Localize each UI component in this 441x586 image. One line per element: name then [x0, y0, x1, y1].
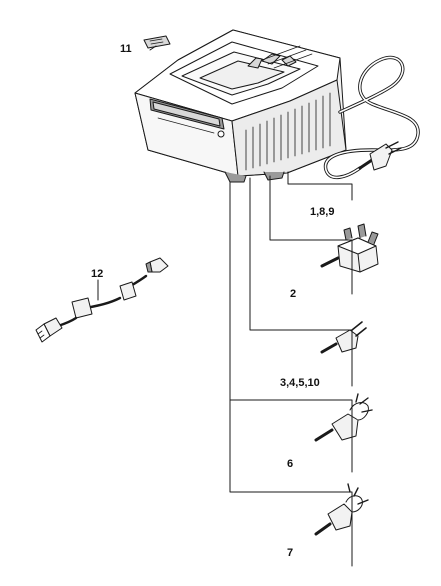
- label-sticker: [143, 35, 171, 49]
- plug-euro: [358, 141, 402, 171]
- plug-uk: [320, 223, 379, 273]
- plug-ar: [314, 483, 369, 536]
- callout-2: 2: [290, 288, 297, 300]
- callout-3-4-5-10: 3,4,5,10: [280, 377, 320, 389]
- callout-1-8-9: 1,8,9: [310, 206, 335, 218]
- plug-au: [314, 393, 373, 442]
- callout-7: 7: [287, 547, 294, 559]
- charger: [134, 29, 347, 183]
- leader-lines: [97, 45, 353, 567]
- mains-cable: [323, 55, 420, 179]
- plug-us: [320, 321, 367, 354]
- callout-11: 11: [120, 43, 132, 55]
- callout-6: 6: [287, 458, 294, 470]
- usb-cable: [35, 257, 169, 343]
- callout-12: 12: [91, 268, 104, 280]
